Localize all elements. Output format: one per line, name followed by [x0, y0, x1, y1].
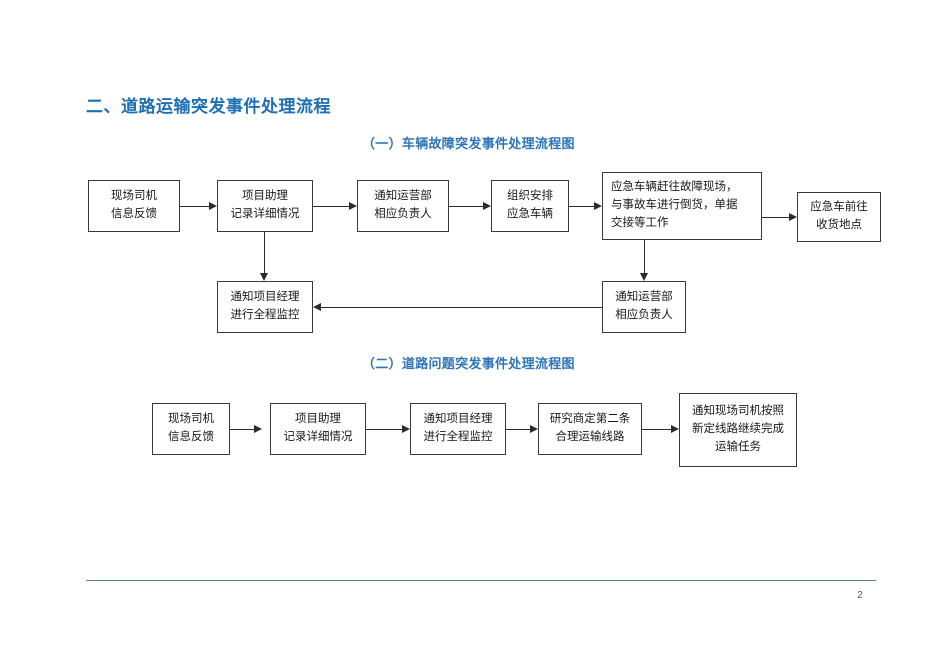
flow-node-d1-b1: 现场司机 信息反馈	[88, 180, 180, 232]
flow-node-d1-b3: 通知运营部 相应负责人	[357, 180, 449, 232]
flow-node-line: 新定线路继续完成	[692, 423, 784, 436]
arrow-d1-b3-to-b4	[483, 201, 491, 210]
connector-d2-b4-to-b5	[642, 429, 671, 430]
arrow-d1-b5-to-b6	[789, 212, 797, 221]
connector-d2-b2-to-b3	[366, 429, 402, 430]
flow-node-line: 与事故车进行倒货，单据	[611, 199, 738, 212]
flow-node-line: 应急车辆赶往故障现场，	[611, 181, 738, 194]
connector-d1-b2-to-b3	[313, 206, 349, 207]
flow-node-line: 现场司机	[111, 190, 157, 203]
flow-node-line: 项目助理	[242, 190, 288, 203]
arrow-d1-b1-to-b2	[209, 201, 217, 210]
arrow-d1-b2-to-b3	[349, 201, 357, 210]
connector-d1-b5-to-b6	[762, 217, 789, 218]
page-title: 二、道路运输突发事件处理流程	[86, 97, 331, 116]
flow-node-line: 通知项目经理	[230, 291, 300, 304]
connector-d1-b5-to-b8	[644, 240, 645, 273]
flow-node-line: 现场司机	[168, 413, 214, 426]
flow-node-line: 通知运营部	[374, 190, 432, 203]
arrow-d2-b2-to-b3	[402, 424, 410, 433]
page-number: 2	[857, 590, 863, 601]
arrow-d2-b4-to-b5	[671, 424, 679, 433]
flow-node-d2-b3: 通知项目经理 进行全程监控	[410, 403, 506, 455]
flow-node-d1-b5: 应急车辆赶往故障现场， 与事故车进行倒货，单据 交接等工作	[602, 172, 762, 240]
flow-node-line: 进行全程监控	[230, 309, 300, 321]
flow-node-d2-b1: 现场司机 信息反馈	[152, 403, 230, 455]
flow-node-line: 应急车辆	[507, 208, 553, 220]
flow-node-line: 组织安排	[507, 190, 553, 203]
flow-node-line: 应急车前往	[810, 201, 868, 214]
flow-node-line: 记录详细情况	[230, 208, 300, 220]
flow-node-line: 相应负责人	[374, 208, 432, 220]
flow-node-line: 收货地点	[816, 219, 862, 231]
arrow-d1-b2-to-b7	[259, 273, 268, 281]
flow-node-line: 相应负责人	[615, 309, 673, 321]
flow-node-d2-b4: 研究商定第二条 合理运输线路	[538, 403, 642, 455]
flow-node-d1-b6: 应急车前往 收货地点	[797, 192, 881, 242]
diagram2-subtitle: （二）道路问题突发事件处理流程图	[362, 356, 575, 371]
connector-d2-b3-to-b4	[506, 429, 530, 430]
connector-d1-b3-to-b4	[449, 206, 483, 207]
flow-node-line: 记录详细情况	[283, 431, 353, 443]
flow-node-d1-b7: 通知项目经理 进行全程监控	[217, 281, 313, 333]
flow-node-line: 信息反馈	[111, 208, 157, 220]
flow-node-line: 通知现场司机按照	[692, 405, 784, 418]
connector-d1-b8-to-b7	[321, 307, 602, 308]
flow-node-line: 研究商定第二条	[549, 413, 631, 426]
flow-node-line: 进行全程监控	[423, 431, 493, 443]
flow-node-line: 信息反馈	[168, 431, 214, 443]
flow-node-line: 运输任务	[715, 440, 761, 453]
footer-divider	[86, 580, 876, 581]
flow-node-d2-b5: 通知现场司机按照 新定线路继续完成 运输任务	[679, 393, 797, 467]
flow-node-line: 通知运营部	[615, 291, 673, 304]
flow-node-line: 合理运输线路	[555, 431, 625, 443]
connector-d1-b1-to-b2	[180, 206, 209, 207]
flow-node-line: 通知项目经理	[423, 413, 493, 426]
arrow-d1-b4-to-b5	[594, 201, 602, 210]
connector-d2-b1-to-b2	[230, 429, 254, 430]
arrow-d2-b1-to-b2	[254, 424, 262, 433]
arrow-d2-b3-to-b4	[530, 424, 538, 433]
flow-node-d1-b4: 组织安排 应急车辆	[491, 180, 569, 232]
flow-node-d2-b2: 项目助理 记录详细情况	[270, 403, 366, 455]
flow-node-d1-b2: 项目助理 记录详细情况	[217, 180, 313, 232]
flow-node-line: 项目助理	[295, 413, 341, 426]
arrow-d1-b5-to-b8	[639, 273, 648, 281]
connector-d1-b2-to-b7	[264, 232, 265, 273]
connector-d1-b4-to-b5	[569, 206, 594, 207]
flow-node-d1-b8: 通知运营部 相应负责人	[602, 281, 686, 333]
arrow-d1-b8-to-b7	[313, 302, 321, 311]
diagram1-subtitle: （一）车辆故障突发事件处理流程图	[362, 136, 575, 151]
flow-node-line: 交接等工作	[611, 216, 669, 229]
